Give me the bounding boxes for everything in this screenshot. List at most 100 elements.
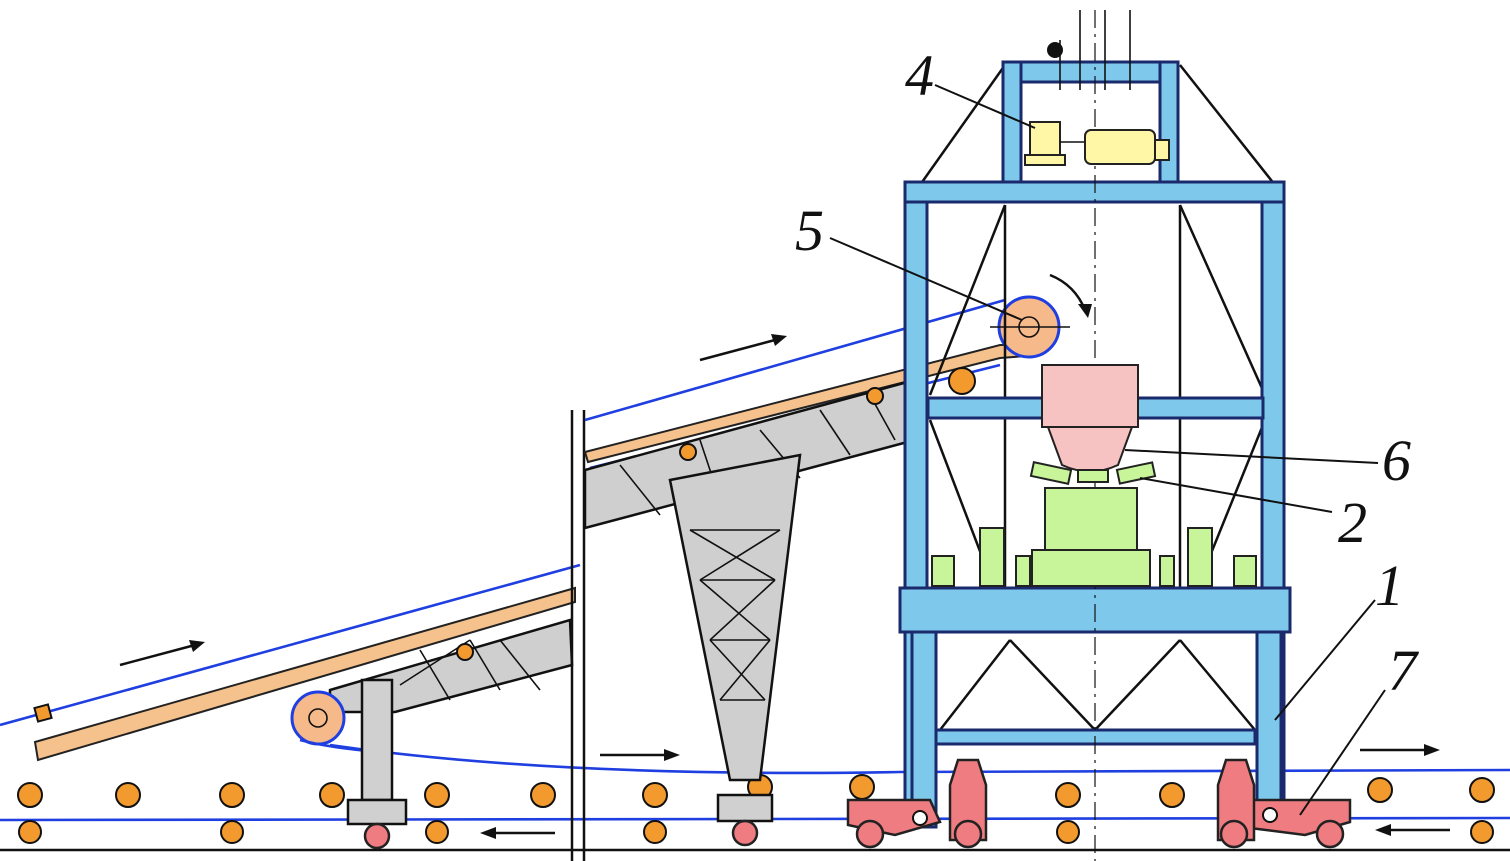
arrow-right [119,643,196,667]
coupling [1015,555,1031,587]
truss-member [419,649,451,701]
roller [1056,820,1080,844]
truss-member [819,409,851,456]
support-foot [346,798,408,826]
cabin-right [1158,60,1180,186]
leader-4 [934,84,1036,129]
divider-post [570,410,586,861]
leg-right [1255,630,1283,829]
cabin-top-beam [1001,60,1180,84]
crusher-base [1031,549,1151,587]
flywheel [1233,555,1257,587]
brace [1178,204,1267,396]
arrow-head [1424,744,1440,756]
flow-arrows-ground [480,744,1450,839]
roller [866,387,884,405]
motor [1084,129,1156,165]
leader-1 [1274,599,1376,721]
wheel-bracket [1216,758,1256,842]
truss-member [719,639,771,701]
roller [643,820,667,844]
truss-member [499,639,541,691]
side-motor [1187,527,1213,587]
leader-7 [1299,689,1386,816]
side-motor [979,527,1005,587]
wheel [1219,819,1249,849]
lower-plank [33,586,576,762]
arrow-right [699,338,776,362]
roller [679,443,697,461]
wheel [1315,819,1345,849]
truss-member [689,529,776,581]
callout-2: 2 [1338,490,1367,555]
lower-belt [0,563,581,727]
leader-5 [829,237,1023,321]
support-leg [360,678,394,802]
roller [115,782,141,808]
brace [928,204,1007,396]
callouts: 4 5 6 2 1 7 [795,43,1419,816]
material-lump [33,703,53,723]
chassis [846,758,1352,849]
truss-member [469,639,501,691]
ground-belt-upper [329,743,1510,775]
wheel [855,819,885,849]
brace [918,64,1007,186]
crusher-jaw [1077,469,1109,483]
callout-1: 1 [1375,553,1404,618]
roller [425,820,449,844]
ground-rollers-lower [18,820,1494,844]
crusher-jaw [1029,461,1073,485]
roller [849,774,875,800]
arrow-head [771,334,787,346]
coupling [1159,555,1175,587]
callout-4: 4 [905,43,934,108]
tower-wheel [731,819,759,847]
crusher-jaw [1115,461,1157,485]
roller [1367,777,1393,803]
callout-7: 7 [1388,638,1419,703]
support-wheel [363,822,391,850]
leg-left [910,630,938,829]
pin [912,810,928,826]
tower-foot [716,793,774,823]
roller [17,782,43,808]
truss-member [709,579,776,641]
roller [1159,782,1185,808]
pin [1262,807,1278,823]
leader-6 [1124,449,1379,464]
arrow-head [1375,824,1391,836]
arrow-head [480,827,496,839]
roller [18,820,42,844]
arrow-head [189,640,205,652]
wheel [953,819,983,849]
gearbox-base [1024,154,1066,166]
brace [939,639,1011,731]
callout-6: 6 [1382,428,1411,493]
cabin-left [1001,60,1023,186]
roller [530,782,556,808]
roller [1055,782,1081,808]
roller [948,367,976,395]
flywheel [931,555,955,587]
roller [456,643,474,661]
brace [1009,639,1096,731]
rotation-head [1078,304,1092,318]
tail-pulley [290,690,346,746]
drive-unit [1024,10,1170,166]
motor-end [1154,139,1170,161]
pulley-hub [308,708,328,728]
roller [424,782,450,808]
truss-member [709,639,766,701]
upper-belt [584,298,1006,422]
brace [1179,64,1276,186]
hopper-top [1041,364,1139,428]
arrow-head [664,749,680,761]
main-frame [898,10,1292,861]
roller [642,782,668,808]
callout-5: 5 [795,198,824,263]
truss-member [699,579,771,641]
hook-ball [1047,42,1063,58]
hopper-cone [1046,426,1134,473]
